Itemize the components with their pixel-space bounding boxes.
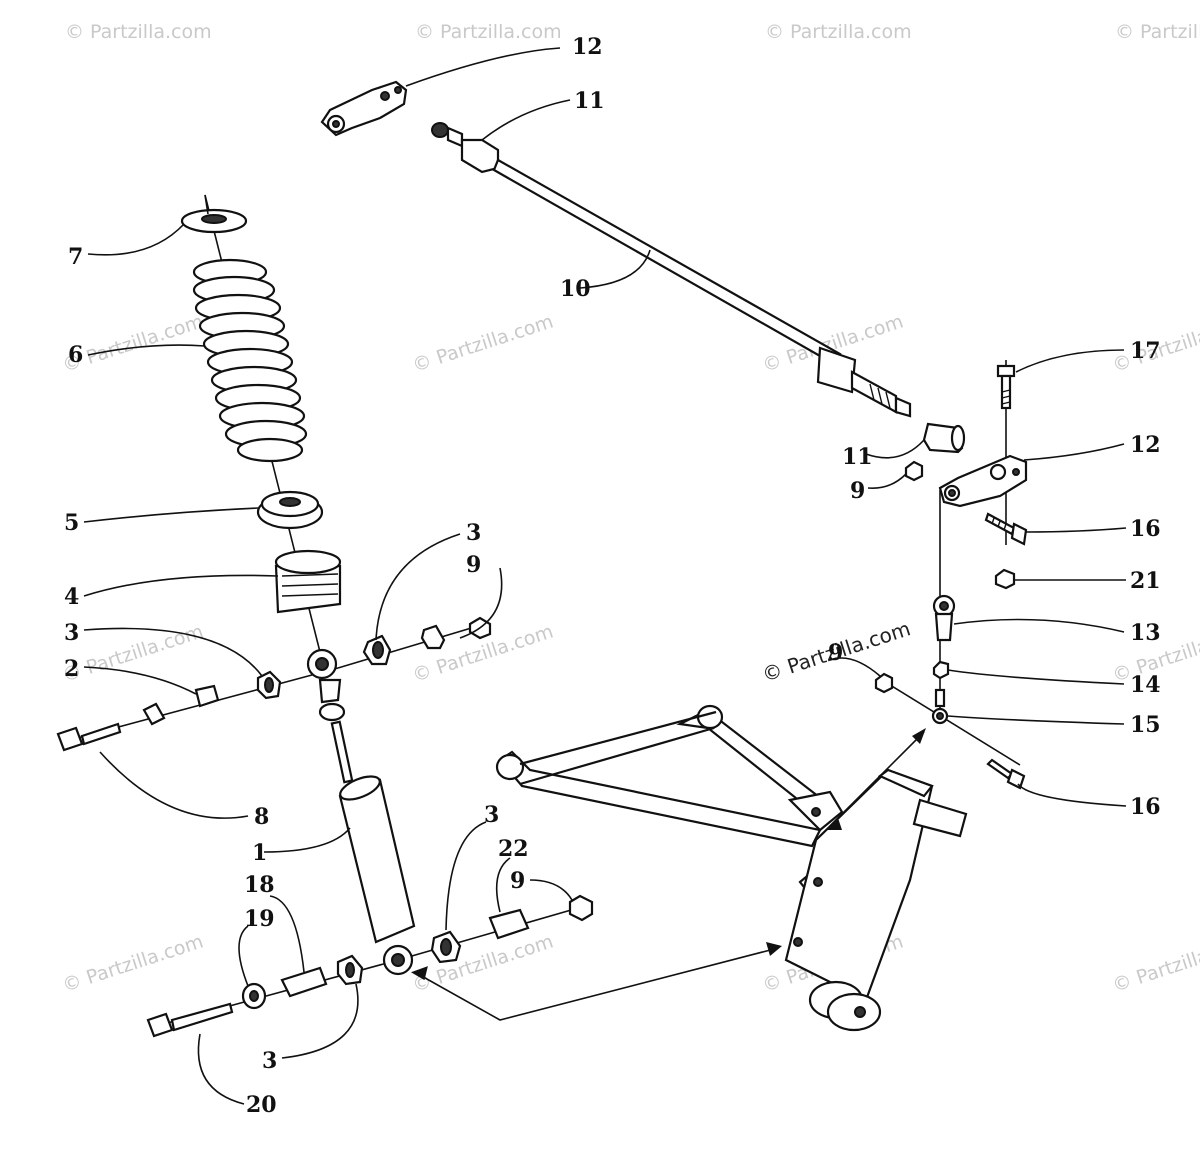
bump-stop-4 (274, 549, 342, 614)
shock-upper-mount (306, 648, 354, 784)
assembly-arrow-link (826, 728, 926, 830)
assembly-arrow-lower (410, 942, 782, 1021)
bushing-3-lower-right (430, 930, 462, 964)
washer-upper-right (420, 624, 446, 650)
callout-12: 12 (572, 34, 603, 60)
nut-9-lower (568, 894, 594, 922)
callout-1: 1 (252, 840, 267, 866)
callout-19: 19 (244, 906, 275, 932)
callout-20: 20 (246, 1092, 277, 1118)
rod-end-13 (932, 594, 956, 642)
spring-retainer-7 (180, 194, 248, 234)
callout-8: 8 (254, 804, 269, 830)
coil-spring-6 (192, 258, 308, 463)
shock-body-1 (338, 775, 416, 944)
callout-6: 6 (68, 342, 83, 368)
watermark: © Partzilla.com (410, 311, 556, 377)
bolt-8 (56, 722, 122, 752)
bushing-3-upper-left (256, 670, 282, 700)
watermark: © Partzilla.com (1115, 21, 1200, 43)
callout-3: 3 (262, 1048, 277, 1074)
parts-drawing (56, 47, 1127, 1105)
callout-9: 9 (850, 478, 865, 504)
ball-stud-15 (931, 688, 949, 725)
bushing-3-upper-right (362, 634, 392, 666)
watermark: © Partzilla.com (765, 21, 912, 43)
callout-7: 7 (68, 244, 83, 270)
callout-16: 16 (1130, 794, 1161, 820)
callout-3: 3 (466, 520, 481, 546)
callout-21: 21 (1130, 568, 1161, 594)
callout-3: 3 (64, 620, 79, 646)
callout-13: 13 (1130, 620, 1161, 646)
spring-seat-5 (256, 490, 324, 530)
bushing-3-lower-left (336, 954, 364, 986)
tie-rod (492, 158, 912, 418)
callout-10: 10 (560, 276, 591, 302)
rod-end-top (431, 122, 500, 174)
bolt-16-top (984, 512, 1028, 546)
callout-17: 17 (1130, 338, 1161, 364)
callout-22: 22 (498, 836, 529, 862)
a-arm-assembly (495, 704, 844, 894)
callout-9: 9 (510, 868, 525, 894)
callout-16: 16 (1130, 516, 1161, 542)
leader-lines (83, 47, 1127, 1105)
callout-4: 4 (64, 584, 79, 610)
callout-11: 11 (842, 444, 873, 470)
callout-9: 9 (466, 552, 481, 578)
watermark: © Partzilla.com (60, 621, 206, 687)
upper-bolt-axis-line-right (337, 625, 479, 669)
callout-15: 15 (1130, 712, 1161, 738)
rocker-arm-right (938, 454, 1028, 508)
shock-lower-mount (382, 944, 414, 976)
bolt-17 (996, 364, 1016, 410)
nut-21 (994, 568, 1016, 590)
watermark: © Partzilla.com (410, 931, 556, 997)
callout-12: 12 (1130, 432, 1161, 458)
nut-14 (932, 660, 950, 680)
callout-5: 5 (64, 510, 79, 536)
callout-labels: 12 11 7 10 6 17 12 11 9 5 16 3 9 21 4 3 … (64, 34, 1161, 1118)
washer-upper-left (142, 702, 166, 726)
callout-18: 18 (244, 872, 275, 898)
watermark: © Partzilla.com (65, 21, 212, 43)
stud-axis-line (881, 679, 1021, 766)
callout-9: 9 (828, 640, 843, 666)
nut-9-link (874, 672, 894, 694)
callout-11: 11 (574, 88, 605, 114)
watermark: © Partzilla.com (1110, 931, 1200, 997)
watermark: © Partzilla.com (60, 931, 206, 997)
washer-19 (241, 982, 267, 1010)
callout-2: 2 (64, 656, 79, 682)
bolt-20 (146, 1002, 234, 1038)
lower-bolt-axis-line-right (397, 905, 586, 961)
sleeve-2 (194, 684, 220, 708)
nut-9-right (904, 460, 924, 482)
bolt-16-lower (986, 758, 1026, 790)
sleeve-18 (280, 966, 328, 998)
spacer-22 (488, 908, 530, 940)
rocker-arm-top (320, 80, 408, 137)
callout-14: 14 (1130, 672, 1161, 698)
spindle-assembly (784, 768, 968, 1032)
callout-3: 3 (484, 802, 499, 828)
rod-end-right (922, 422, 966, 454)
watermark: © Partzilla.com (415, 21, 562, 43)
